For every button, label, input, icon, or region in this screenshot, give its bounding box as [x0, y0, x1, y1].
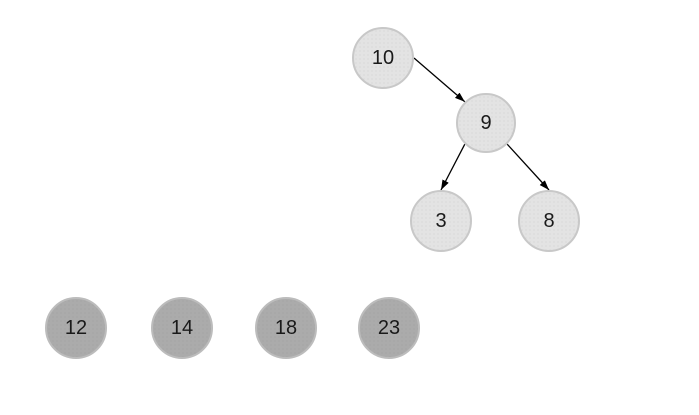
list-node-14[interactable]: 14 — [151, 297, 213, 359]
edge-arrow-9-to-8 — [506, 143, 550, 191]
edge-arrow-10-to-9 — [413, 57, 466, 103]
edge-arrow-9-to-3 — [440, 143, 466, 191]
tree-node-9[interactable]: 9 — [456, 93, 516, 153]
tree-node-8[interactable]: 8 — [518, 190, 580, 252]
tree-node-3[interactable]: 3 — [410, 190, 472, 252]
list-node-12[interactable]: 12 — [45, 297, 107, 359]
list-node-23[interactable]: 23 — [358, 297, 420, 359]
list-node-18[interactable]: 18 — [255, 297, 317, 359]
tree-node-10[interactable]: 10 — [352, 27, 414, 89]
